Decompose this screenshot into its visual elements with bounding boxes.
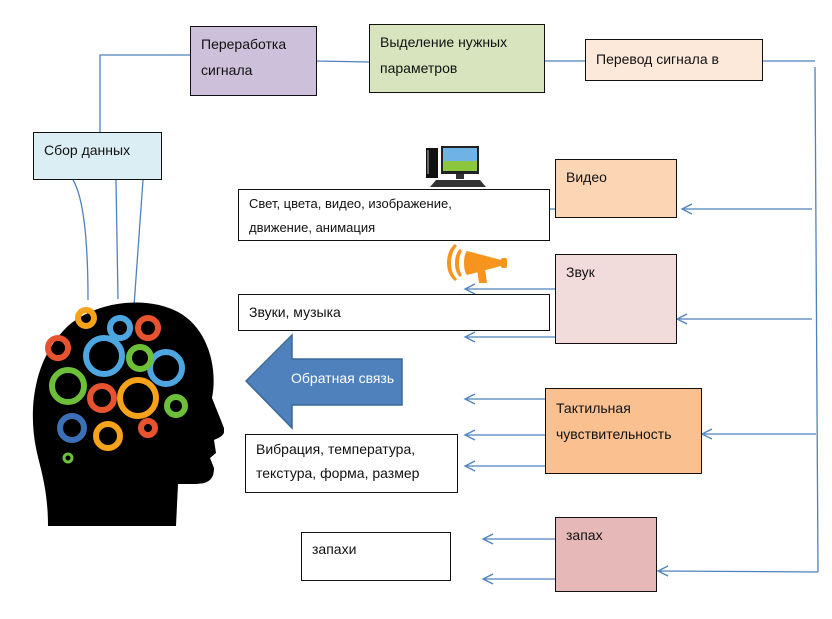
output-tactile-box: Вибрация, температура, текстура, форма, … — [245, 434, 458, 493]
extract-params-box: Выделение нужных параметров — [369, 24, 545, 93]
connector-head-2 — [115, 179, 119, 300]
channel-video-box: Видео — [555, 159, 677, 218]
gears — [45, 307, 188, 464]
computer-icon — [426, 146, 486, 187]
output-video-line-2: движение, анимация — [249, 220, 376, 235]
channel-tactile-label-2: чувствительность — [556, 426, 672, 442]
output-video-line-1: Свет, цвета, видео, изображение, — [249, 196, 452, 211]
output-sound-box: Звуки, музыка — [238, 294, 550, 331]
output-sound-line-1: Звуки, музыка — [249, 304, 341, 320]
connector-head-1 — [72, 179, 89, 301]
megaphone-icon — [447, 244, 507, 283]
connector-processing-extract — [315, 60, 370, 63]
output-video-box: Свет, цвета, видео, изображение, движени… — [238, 189, 550, 241]
processing-label-1: Переработка — [201, 36, 287, 52]
convert-signal-box: Перевод сигнала в — [585, 39, 763, 81]
arrow-bus-smell — [659, 570, 819, 573]
output-tactile-line-2: текстура, форма, размер — [256, 465, 420, 481]
channel-sound-label: Звук — [566, 264, 595, 280]
extract-label-2: параметров — [380, 60, 458, 76]
processing-box: Переработка сигнала — [190, 26, 317, 96]
convert-label: Перевод сигнала в — [596, 51, 719, 67]
connector-vertical-bus — [814, 66, 819, 573]
feedback-label: Обратная связь — [291, 370, 395, 386]
head-with-gears-icon — [32, 302, 224, 526]
connector-collect-processing — [99, 54, 191, 133]
output-tactile-line-1: Вибрация, температура, — [256, 441, 416, 457]
channel-smell-box: запах — [555, 517, 657, 592]
channel-video-label: Видео — [566, 169, 607, 185]
output-smell-line-1: запахи — [312, 541, 357, 557]
channel-sound-box: Звук — [555, 254, 677, 344]
connector-head-3 — [133, 179, 144, 307]
channel-tactile-box: Тактильная чувствительность — [545, 388, 702, 474]
collect-data-box: Сбор данных — [33, 132, 162, 180]
channel-tactile-label-1: Тактильная — [556, 400, 631, 416]
processing-label-2: сигнала — [201, 62, 253, 78]
channel-smell-label: запах — [566, 527, 603, 543]
collect-label: Сбор данных — [44, 142, 131, 158]
extract-label-1: Выделение нужных — [380, 34, 508, 50]
output-smell-box: запахи — [301, 532, 451, 581]
feedback-arrow-shape — [244, 333, 403, 430]
